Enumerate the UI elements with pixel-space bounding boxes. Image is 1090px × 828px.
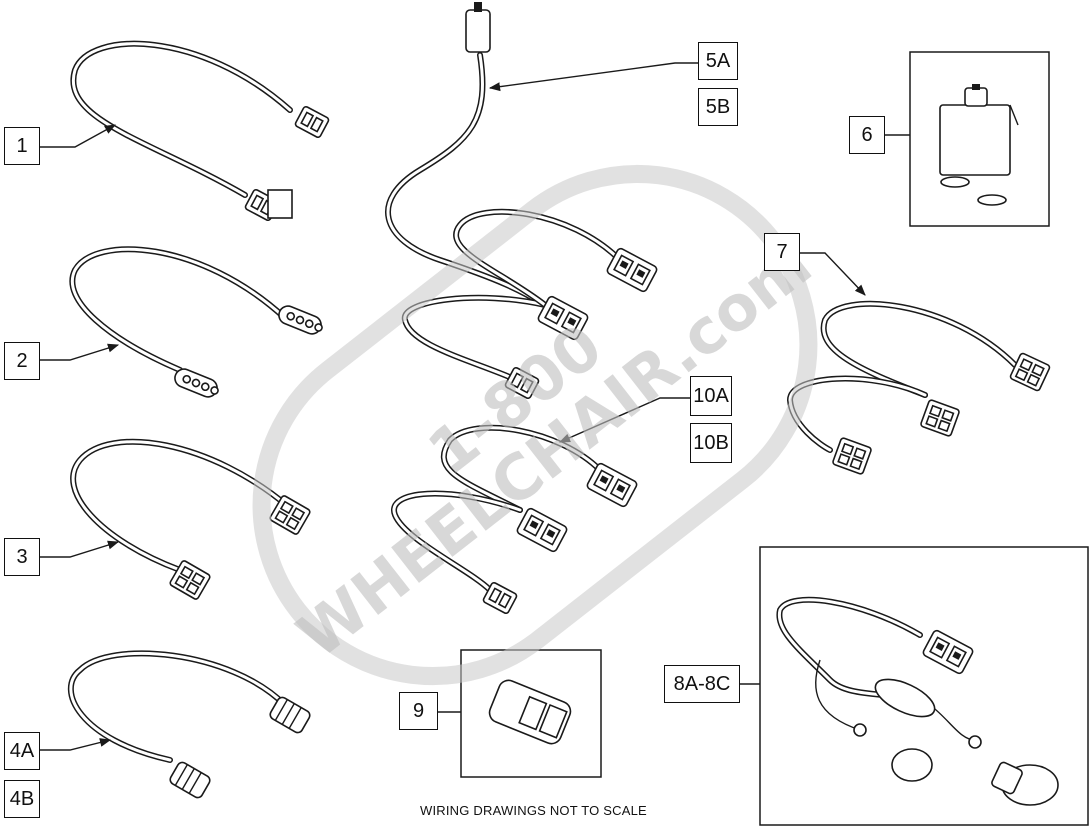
item-8-frame	[759, 546, 1089, 826]
label-4b[interactable]: 4B	[4, 780, 40, 818]
label-6[interactable]: 6	[849, 116, 885, 154]
label-2[interactable]: 2	[4, 342, 40, 380]
label-10b[interactable]: 10B	[690, 423, 732, 463]
cable-5	[385, 2, 659, 401]
label-8a-8c[interactable]: 8A-8C	[664, 665, 740, 703]
label-10a[interactable]: 10A	[690, 376, 732, 416]
cable-4	[67, 650, 311, 799]
label-7[interactable]: 7	[764, 233, 800, 271]
cable-10	[391, 424, 639, 616]
label-3[interactable]: 3	[4, 538, 40, 576]
label-5b[interactable]: 5B	[698, 88, 738, 126]
item-6-frame	[909, 51, 1050, 227]
leader-lines	[40, 62, 910, 751]
item-9-frame	[460, 649, 602, 778]
footer-note: WIRING DRAWINGS NOT TO SCALE	[420, 803, 647, 818]
label-9[interactable]: 9	[399, 692, 438, 730]
cable-3	[70, 438, 312, 601]
cable-2	[69, 246, 323, 398]
cable-7	[786, 300, 1052, 476]
cable-1	[70, 40, 331, 223]
circuit-breaker-icon	[939, 84, 1019, 206]
cable-8	[776, 596, 1059, 806]
label-5a[interactable]: 5A	[698, 42, 738, 80]
label-1[interactable]: 1	[4, 127, 40, 165]
item-9-connector-icon	[488, 679, 572, 745]
label-4a[interactable]: 4A	[4, 732, 40, 770]
